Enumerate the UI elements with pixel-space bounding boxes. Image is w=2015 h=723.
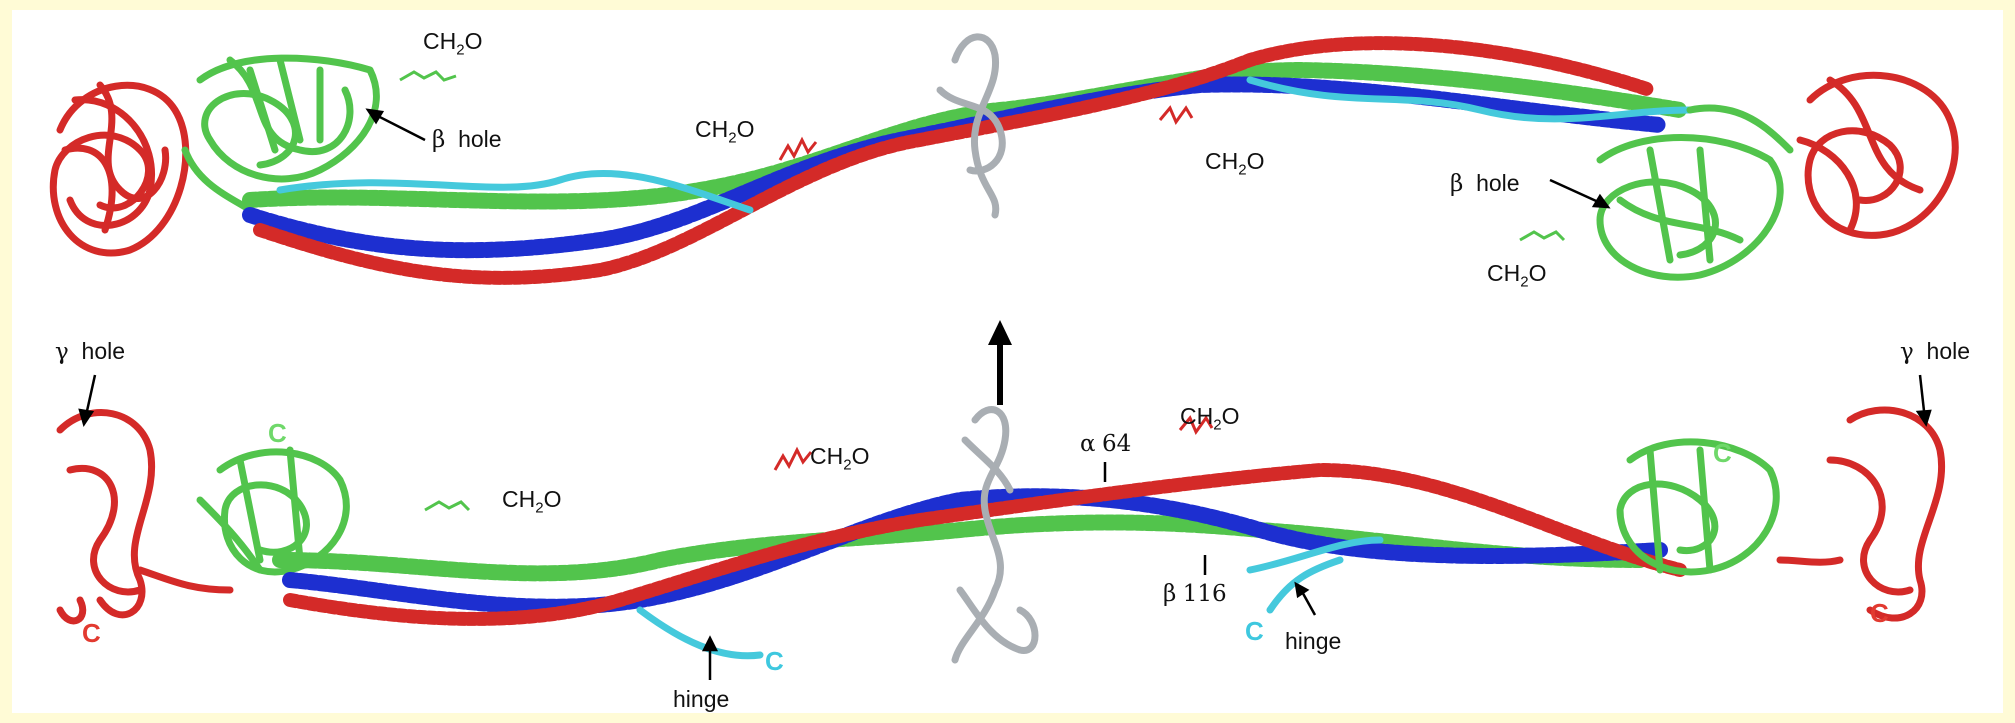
bottom-carbohydrate-sticks (424, 415, 1214, 512)
ch-text: CH (423, 28, 457, 54)
c-terminus-red-right: C (1870, 598, 1889, 628)
transition-arrow (988, 320, 1012, 405)
o-text: O (1528, 260, 1547, 286)
subscript-text: 2 (456, 41, 465, 59)
bottom-coiled-coil (272, 462, 1687, 660)
o-text: O (851, 443, 870, 469)
beta-residue-label: β 116 (1163, 582, 1227, 606)
c-terminus-cyan-right: C (1245, 616, 1264, 646)
hole-text: hole (81, 338, 126, 364)
beta-symbol: β (1163, 581, 1177, 607)
bottom-right-gamma-hole-label: γ hole (1900, 340, 1970, 364)
bottom-ch2o-left-label: CH2O (502, 488, 561, 516)
bottom-ch2o-center-label: CH2O (810, 445, 869, 473)
top-left-red-domain (49, 81, 190, 257)
c-terminus-green-right: C (1713, 438, 1732, 468)
top-ch2o-mid-left-label: CH2O (695, 118, 754, 146)
o-text: O (1246, 148, 1265, 174)
ch-text: CH (1487, 260, 1521, 286)
alpha-symbol: α (1080, 431, 1096, 457)
c-terminus-green-left: C (268, 418, 287, 448)
top-carbohydrate-sticks (399, 70, 1566, 242)
ch-text: CH (1205, 148, 1239, 174)
gamma-symbol: γ (1900, 339, 1914, 365)
hole-text: hole (458, 126, 502, 152)
hinge-text: hinge (673, 686, 730, 712)
hinge-text: hinge (1285, 628, 1342, 654)
bottom-left-green-domain (196, 446, 350, 576)
top-right-red-domain (1796, 71, 1959, 239)
annotation-pointers (78, 108, 1932, 680)
top-right-green-domain (1596, 104, 1794, 281)
ch-text: CH (502, 486, 536, 512)
beta-symbol: β (432, 127, 446, 153)
ch-text: CH (695, 116, 729, 142)
o-text: O (543, 486, 562, 512)
top-central-knot (936, 33, 1006, 219)
subscript-text: 2 (1520, 273, 1529, 291)
top-ch2o-upper-label: CH2O (423, 30, 482, 58)
bottom-molecule (56, 406, 1945, 664)
alpha-residue-label: α 64 (1080, 432, 1131, 456)
bottom-left-red-domain (56, 409, 234, 625)
bottom-left-hinge-label: hinge (673, 688, 729, 711)
ch-text: CH (1180, 403, 1214, 429)
subscript-text: 2 (1213, 416, 1222, 434)
bottom-left-gamma-hole-label: γ hole (55, 340, 125, 364)
beta-symbol: β (1450, 171, 1464, 197)
bottom-right-red-domain (1776, 406, 1945, 622)
o-text: O (464, 28, 483, 54)
top-left-beta-hole-label: β hole (432, 128, 502, 152)
o-text: O (1221, 403, 1240, 429)
bottom-ch2o-right-label: CH2O (1180, 405, 1239, 433)
subscript-text: 2 (728, 129, 737, 147)
subscript-text: 2 (1238, 161, 1247, 179)
top-left-green-domain (181, 54, 380, 224)
bottom-right-hinge-label: hinge (1285, 630, 1341, 653)
gamma-symbol: γ (55, 339, 69, 365)
hole-text: hole (1926, 338, 1971, 364)
bottom-central-knot (951, 406, 1039, 664)
top-ch2o-mid-right-label: CH2O (1205, 150, 1264, 178)
top-molecule (49, 33, 1959, 285)
subscript-text: 2 (535, 499, 544, 517)
c-terminus-cyan-left: C (765, 646, 784, 676)
bottom-right-green-domain (1616, 438, 1780, 576)
top-coiled-coil (242, 36, 1694, 285)
beta-residue-number: 116 (1182, 581, 1227, 607)
top-right-beta-hole-label: β hole (1450, 172, 1520, 196)
ch-text: CH (810, 443, 844, 469)
c-terminus-red-left: C (82, 618, 101, 648)
o-text: O (736, 116, 755, 142)
top-ch2o-lower-right-label: CH2O (1487, 262, 1546, 290)
hole-text: hole (1476, 170, 1520, 196)
alpha-residue-number: 64 (1101, 431, 1132, 457)
subscript-text: 2 (843, 456, 852, 474)
